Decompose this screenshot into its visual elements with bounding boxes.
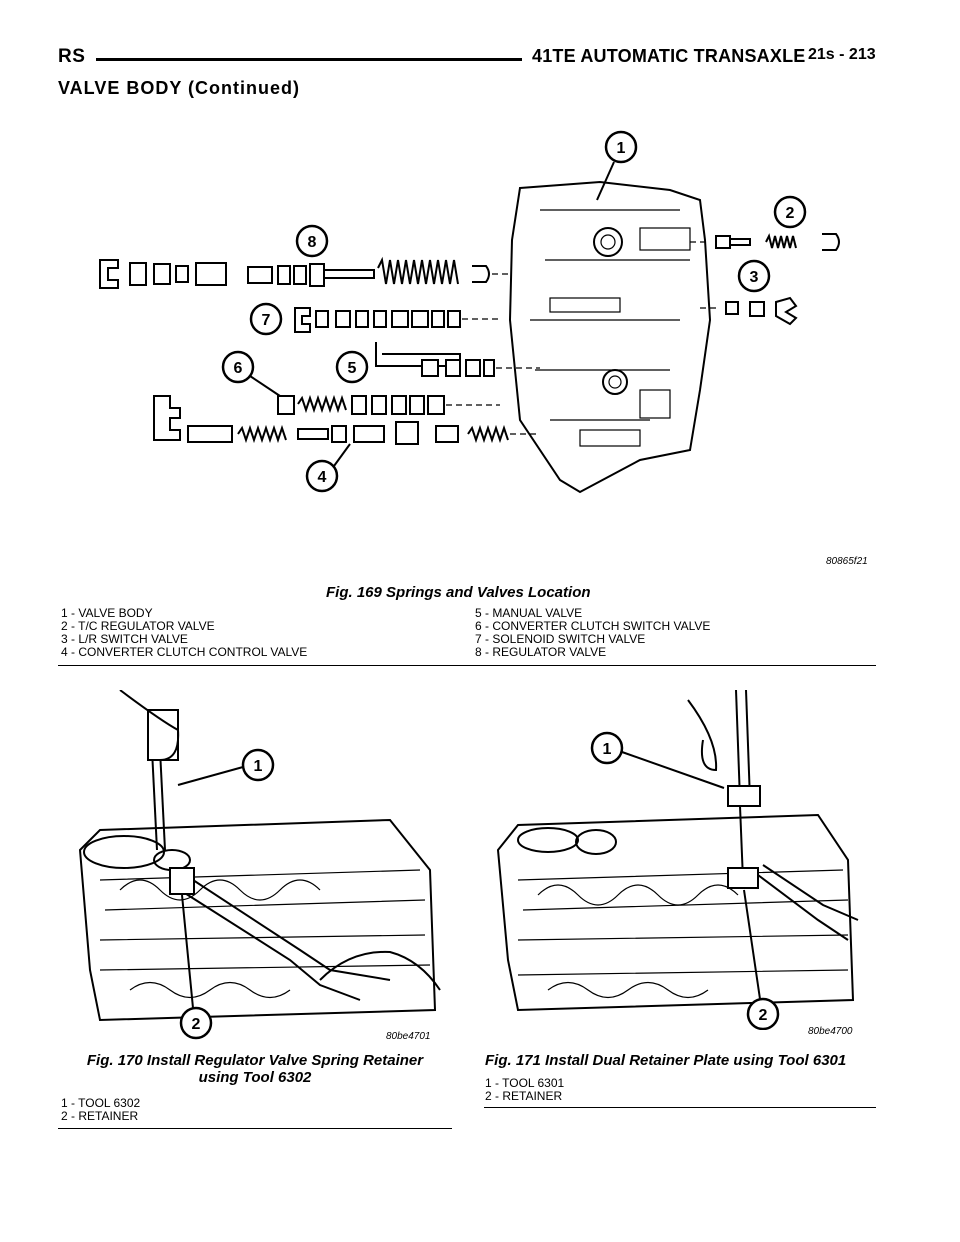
fig171-divider	[484, 1107, 876, 1108]
fig169-legend-right: 5 - MANUAL VALVE 6 - CONVERTER CLUTCH SW…	[475, 607, 710, 659]
fig171-legend-item: 1 - TOOL 6301	[485, 1076, 565, 1090]
fig169-legend-item: 8 - REGULATOR VALVE	[475, 645, 607, 659]
fig169-caption: Fig. 169 Springs and Valves Location	[326, 584, 591, 601]
header-page-number: 21s - 213	[808, 46, 876, 63]
fig171-callout-2: 2	[759, 1007, 768, 1024]
fig169-callout-8: 8	[308, 234, 317, 251]
fig170-illustration: 1 2	[78, 690, 441, 1040]
section-title: VALVE BODY (Continued)	[58, 78, 300, 98]
fig171-legend: 1 - TOOL 6301 2 - RETAINER	[485, 1077, 564, 1103]
fig169-callout-5: 5	[348, 360, 357, 377]
fig170-callout-1: 1	[254, 758, 263, 775]
fig169-divider	[58, 665, 876, 666]
header-rule	[96, 58, 522, 61]
fig169-illustration: 1 2 3 4 5 6 7 8	[99, 130, 840, 494]
fig170-divider	[58, 1128, 452, 1129]
fig170-image-id: 80be4701	[386, 1031, 431, 1042]
fig169-legend-item: 5 - MANUAL VALVE	[475, 606, 583, 620]
fig169-legend-item: 3 - L/R SWITCH VALVE	[61, 632, 188, 646]
fig170-caption: Fig. 170 Install Regulator Valve Spring …	[60, 1052, 450, 1086]
fig169-callout-1: 1	[617, 140, 626, 157]
fig170-caption-line1: Fig. 170 Install Regulator Valve Spring …	[86, 1052, 424, 1069]
header-section-code: RS	[58, 46, 86, 67]
fig170-legend-item: 2 - RETAINER	[61, 1109, 139, 1123]
fig171-legend-item: 2 - RETAINER	[485, 1089, 563, 1103]
fig171-image-id: 80be4700	[808, 1026, 853, 1037]
fig170-caption-line2: using Tool 6302	[198, 1069, 312, 1086]
fig169-legend-item: 6 - CONVERTER CLUTCH SWITCH VALVE	[475, 619, 711, 633]
fig169-callout-2: 2	[786, 205, 795, 222]
fig169-callout-7: 7	[262, 312, 271, 329]
fig169-legend-left: 1 - VALVE BODY 2 - T/C REGULATOR VALVE 3…	[61, 607, 307, 659]
header-title: 41TE AUTOMATIC TRANSAXLE	[532, 46, 806, 66]
fig170-callout-2: 2	[192, 1016, 201, 1033]
fig169-legend-item: 7 - SOLENOID SWITCH VALVE	[475, 632, 646, 646]
fig169-legend-item: 4 - CONVERTER CLUTCH CONTROL VALVE	[61, 645, 308, 659]
fig169-image-id: 80865f21	[826, 556, 868, 567]
fig169-callout-6: 6	[234, 360, 243, 377]
fig171-illustration: 1 2	[496, 690, 859, 1030]
fig170-legend: 1 - TOOL 6302 2 - RETAINER	[61, 1097, 140, 1123]
fig170-legend-item: 1 - TOOL 6302	[61, 1096, 141, 1110]
fig169-legend-item: 1 - VALVE BODY	[61, 606, 153, 620]
fig169-legend-item: 2 - T/C REGULATOR VALVE	[61, 619, 215, 633]
fig169-callout-3: 3	[750, 269, 759, 286]
fig171-callout-1: 1	[603, 741, 612, 758]
fig169-callout-4: 4	[318, 469, 327, 486]
fig171-caption: Fig. 171 Install Dual Retainer Plate usi…	[485, 1052, 847, 1069]
